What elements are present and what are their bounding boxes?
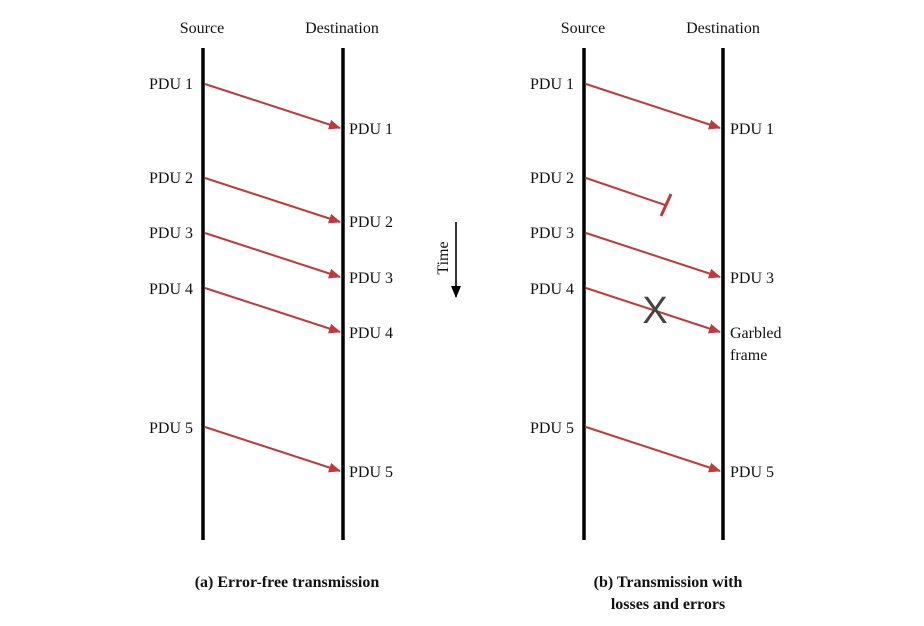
- panel-b-destination-header: Destination: [686, 20, 760, 37]
- panel-b-error-x-mark: X: [642, 290, 667, 332]
- panel-a-sent-pdu-4: PDU 4: [149, 281, 193, 298]
- panel-a-arrow-pdu-1: [204, 83, 341, 130]
- panel-b-losses-errors: Source Destination PDU 1 PDU 2 PDU 3 PDU…: [530, 20, 782, 613]
- panel-b-arrow-pdu-2-lost: [585, 177, 666, 206]
- panel-b-sent-pdu-1: PDU 1: [530, 76, 574, 93]
- panel-b-arrow-pdu-3: [585, 232, 721, 279]
- panel-b-sent-pdu-4: PDU 4: [530, 281, 574, 298]
- panel-a-sent-pdu-5: PDU 5: [149, 420, 193, 437]
- panel-a-caption: (a) Error-free transmission: [195, 574, 380, 591]
- panel-a-sent-pdu-2: PDU 2: [149, 170, 193, 187]
- panel-b-caption-line-1: (b) Transmission with: [594, 574, 743, 591]
- panel-a-received-pdu-2: PDU 2: [349, 214, 393, 231]
- panel-a-received-pdu-1: PDU 1: [349, 121, 393, 138]
- panel-a-arrow-pdu-4: [204, 287, 341, 334]
- panel-b-sent-pdu-2: PDU 2: [530, 170, 574, 187]
- time-indicator: Time: [435, 222, 461, 298]
- panel-b-sent-pdu-5: PDU 5: [530, 420, 574, 437]
- panel-a-received-pdu-4: PDU 4: [349, 325, 393, 342]
- panel-b-garbled-line-1: Garbled: [730, 325, 782, 342]
- panel-b-received-pdu-1: PDU 1: [730, 121, 774, 138]
- panel-a-arrow-pdu-3: [204, 232, 341, 279]
- panel-b-arrow-pdu-5: [585, 426, 721, 473]
- panel-a-sent-pdu-3: PDU 3: [149, 225, 193, 242]
- time-label: Time: [435, 241, 452, 274]
- panel-b-received-pdu-3: PDU 3: [730, 270, 774, 287]
- panel-b-caption-line-2: losses and errors: [611, 596, 725, 613]
- panel-a-destination-header: Destination: [305, 20, 379, 37]
- panel-b-arrow-pdu-4: [585, 287, 721, 334]
- panel-a-arrow-pdu-2: [204, 177, 341, 224]
- panel-a-error-free: Source Destination PDU 1 PDU 2 PDU 3 PDU…: [149, 20, 393, 591]
- panel-b-source-header: Source: [561, 20, 605, 37]
- panel-b-garbled-line-2: frame: [730, 347, 767, 364]
- panel-b-arrow-pdu-1: [585, 83, 721, 130]
- panel-b-loss-stop-mark: [659, 193, 673, 217]
- panel-a-source-header: Source: [180, 20, 224, 37]
- panel-b-received-pdu-5: PDU 5: [730, 464, 774, 481]
- panel-a-received-pdu-5: PDU 5: [349, 464, 393, 481]
- panel-a-received-pdu-3: PDU 3: [349, 270, 393, 287]
- panel-a-sent-pdu-1: PDU 1: [149, 76, 193, 93]
- panel-b-sent-pdu-3: PDU 3: [530, 225, 574, 242]
- panel-a-arrow-pdu-5: [204, 426, 341, 473]
